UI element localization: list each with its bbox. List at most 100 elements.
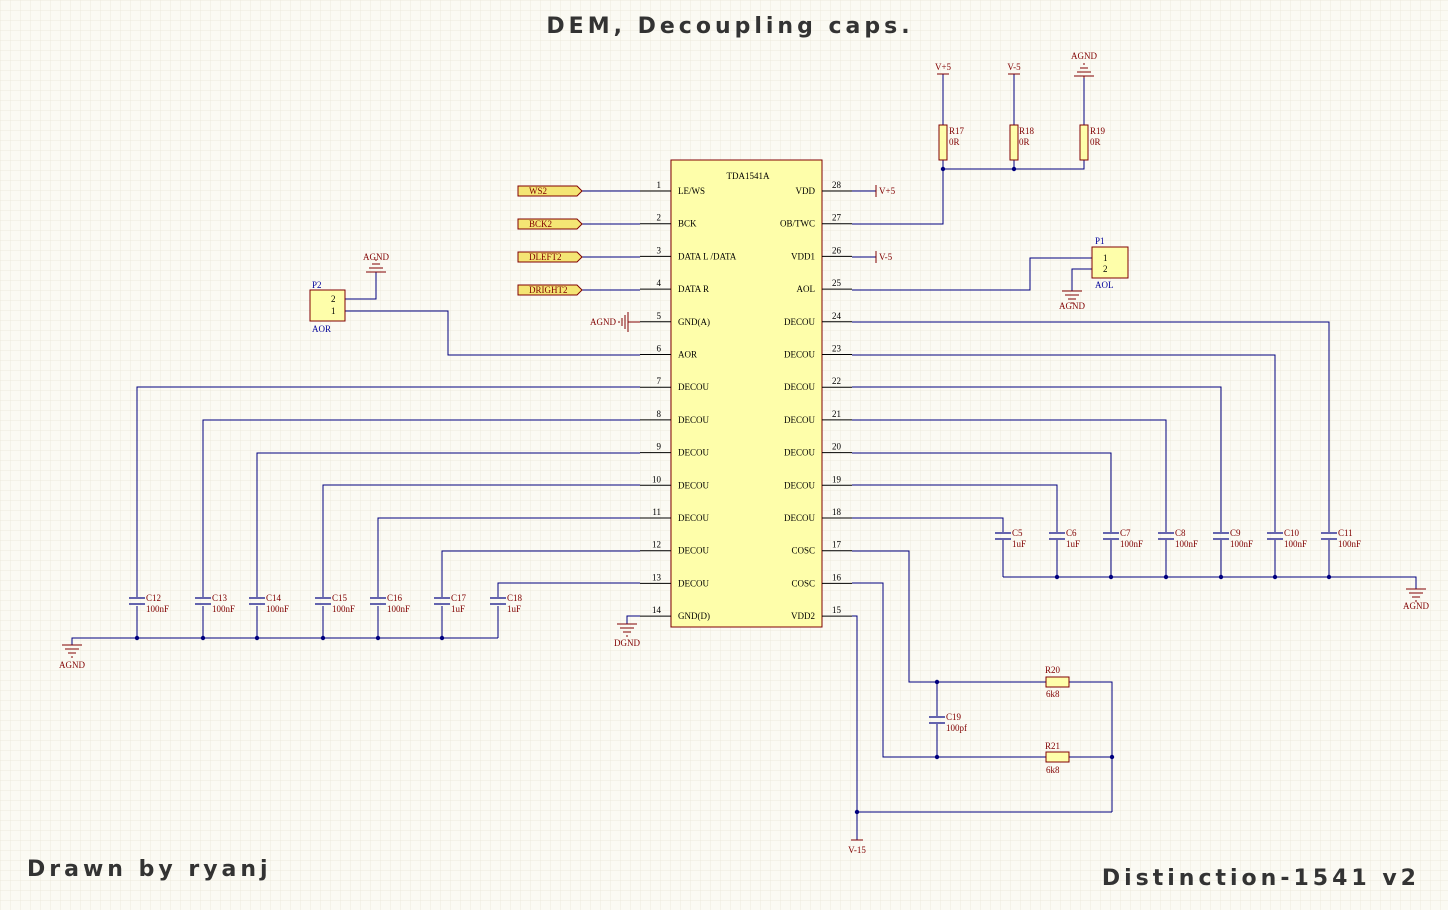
project-name: Distinction-1541 v2 xyxy=(1101,866,1420,891)
chip-pin-name: DECOU xyxy=(678,448,709,458)
port-dright2[interactable]: DRIGHT2 xyxy=(517,284,583,296)
port-ws2[interactable]: WS2 xyxy=(517,185,583,197)
cap-value: 100nF xyxy=(1338,539,1361,549)
p2-pin2: 2 xyxy=(331,294,336,304)
cap-ref: C9 xyxy=(1230,528,1241,538)
chip-pin-name: VDD xyxy=(796,186,816,196)
chip-pin-number: 25 xyxy=(832,278,842,288)
chip-pin-name: DECOU xyxy=(784,448,815,458)
resistor-r17[interactable] xyxy=(938,124,948,161)
chip-pin-name: GND(D) xyxy=(678,611,710,621)
resistor-r19[interactable] xyxy=(1079,124,1089,161)
resistor-r21[interactable] xyxy=(1045,751,1070,763)
cap-value: 100nF xyxy=(1284,539,1307,549)
cap-ref: C14 xyxy=(266,593,282,603)
vneg-label: V-5 xyxy=(1007,62,1021,72)
r18-ref: R18 xyxy=(1019,126,1035,136)
cap-value: 1uF xyxy=(507,604,521,614)
port-label: DRIGHT2 xyxy=(529,285,568,295)
chip-pin-number: 21 xyxy=(832,409,841,419)
chip-pin-number: 6 xyxy=(657,344,662,354)
cap-value: 100nF xyxy=(212,604,235,614)
port-label: WS2 xyxy=(529,186,547,196)
p2-body xyxy=(309,289,346,322)
power-symbols xyxy=(62,63,1426,841)
cap-ref: C13 xyxy=(212,593,228,603)
resistor-labels: R17 0R R18 0R R19 0R R20 6k8 R21 6k8 xyxy=(949,126,1106,775)
chip-pin-number: 8 xyxy=(657,409,662,419)
chip-pin-number: 28 xyxy=(832,180,842,190)
chip-pin-name: DECOU xyxy=(784,415,815,425)
chip-pin-number: 26 xyxy=(832,245,842,255)
cap-ref: C19 xyxy=(946,712,962,722)
power-labels: V+5 V-5 AGND V+5 V-5 AGND AGND AGND DGND… xyxy=(59,51,1429,855)
cap-ref: C15 xyxy=(332,593,348,603)
cap-value: 100nF xyxy=(146,604,169,614)
chip-pin-number: 5 xyxy=(657,311,662,321)
chip-pin-name: DATA R xyxy=(678,284,709,294)
cap-value: 100pf xyxy=(946,723,967,733)
port-bck2[interactable]: BCK2 xyxy=(517,218,583,230)
cap-value: 1uF xyxy=(1012,539,1026,549)
resistor-r18[interactable] xyxy=(1009,124,1019,161)
chip-pin-name: COSC xyxy=(791,578,815,588)
agnd-p1-symbol xyxy=(1062,290,1082,304)
r17-ref: R17 xyxy=(949,126,965,136)
cap-ref: C18 xyxy=(507,593,523,603)
dgnd-symbol xyxy=(617,623,637,637)
chip-pin-name: DECOU xyxy=(784,513,815,523)
agnd-left-label: AGND xyxy=(59,660,85,670)
cap-value: 100nF xyxy=(266,604,289,614)
cap-ref: C6 xyxy=(1066,528,1077,538)
chip-pin-name: LE/WS xyxy=(678,186,705,196)
chip-pin-number: 2 xyxy=(657,213,662,223)
chip-pin-number: 11 xyxy=(652,507,661,517)
cap-value: 100nF xyxy=(332,604,355,614)
cap-value: 1uF xyxy=(451,604,465,614)
connector-p2[interactable]: P2 2 1 AOR xyxy=(309,280,346,334)
chip-pin-number: 19 xyxy=(832,474,842,484)
connector-p1[interactable]: P1 1 2 AOL xyxy=(1091,236,1129,290)
agnd-top-label: AGND xyxy=(1071,51,1097,61)
port-label: BCK2 xyxy=(529,219,552,229)
junctions xyxy=(134,166,1332,815)
cap-value: 1uF xyxy=(1066,539,1080,549)
chip-pin-number: 24 xyxy=(832,311,842,321)
chip-pin-name: COSC xyxy=(791,546,815,556)
port-dleft2[interactable]: DLEFT2 xyxy=(517,251,583,263)
chip-pin-name: DECOU xyxy=(678,382,709,392)
r21-value: 6k8 xyxy=(1046,765,1060,775)
chip-pin-name: DECOU xyxy=(678,546,709,556)
p2-label: AOR xyxy=(312,324,331,334)
chip-pin-name: DECOU xyxy=(678,513,709,523)
resistor-r20[interactable] xyxy=(1045,676,1070,688)
v15-label: V-15 xyxy=(848,845,866,855)
capacitors: C51uFC61uFC7100nFC8100nFC9100nFC10100nFC… xyxy=(129,528,1361,733)
chip-pin-number: 10 xyxy=(652,474,662,484)
chip-pin-number: 17 xyxy=(832,540,842,550)
agnd-left-symbol xyxy=(62,644,82,658)
port-label: DLEFT2 xyxy=(529,252,562,262)
chip-pin-number: 1 xyxy=(657,180,662,190)
chip-pin-number: 20 xyxy=(832,442,842,452)
agnd-right-label: AGND xyxy=(1403,601,1429,611)
p1-label: AOL xyxy=(1095,280,1114,290)
chip-pin-number: 4 xyxy=(657,278,662,288)
